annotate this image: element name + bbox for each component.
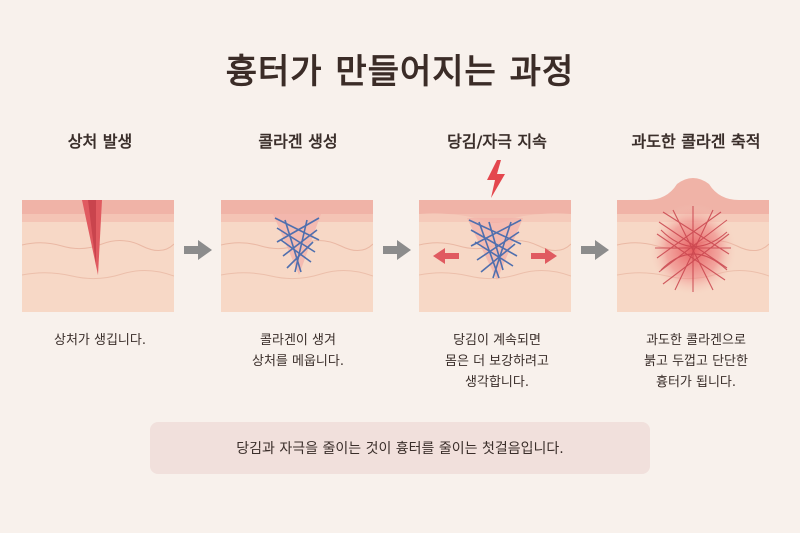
step-2-caption: 콜라겐이 생겨 상처를 메웁니다.	[198, 330, 398, 372]
step-4-caption: 과도한 콜라겐으로 붉고 두껍고 단단한 흉터가 됩니다.	[596, 330, 796, 393]
lightning-icon	[487, 160, 505, 198]
step-1-caption: 상처가 생깁니다.	[0, 330, 200, 351]
caption-line: 상처를 메웁니다.	[252, 354, 344, 369]
step-1-skin-illustration	[22, 200, 174, 312]
footer-message-box: 당김과 자극을 줄이는 것이 흉터를 줄이는 첫걸음입니다.	[150, 422, 650, 474]
arrow-right-icon	[184, 240, 212, 260]
caption-line: 몸은 더 보강하려고	[445, 354, 549, 369]
step-2-skin-illustration	[221, 200, 373, 312]
step-4-skin-illustration	[617, 172, 769, 312]
caption-line: 생각합니다.	[465, 375, 529, 390]
step-4-title: 과도한 콜라겐 축적	[631, 132, 761, 151]
footer-message: 당김과 자극을 줄이는 것이 흉터를 줄이는 첫걸음입니다.	[236, 441, 564, 457]
caption-line: 상처가 생깁니다.	[54, 333, 146, 348]
caption-line: 흉터가 됩니다.	[655, 375, 737, 390]
caption-line: 붉고 두껍고 단단한	[644, 354, 748, 369]
step-3-skin-illustration	[419, 200, 571, 312]
step-2-title: 콜라겐 생성	[258, 132, 338, 151]
caption-line: 콜라겐이 생겨	[260, 333, 336, 348]
page-title: 흉터가 만들어지는 과정	[225, 52, 575, 92]
arrow-right-icon	[581, 240, 609, 260]
caption-line: 당김이 계속되면	[453, 333, 541, 348]
step-3-caption: 당김이 계속되면 몸은 더 보강하려고 생각합니다.	[397, 330, 597, 393]
arrow-right-icon	[383, 240, 411, 260]
step-3-title: 당김/자극 지속	[447, 132, 547, 151]
step-1-title: 상처 발생	[67, 132, 133, 151]
caption-line: 과도한 콜라겐으로	[646, 333, 746, 348]
